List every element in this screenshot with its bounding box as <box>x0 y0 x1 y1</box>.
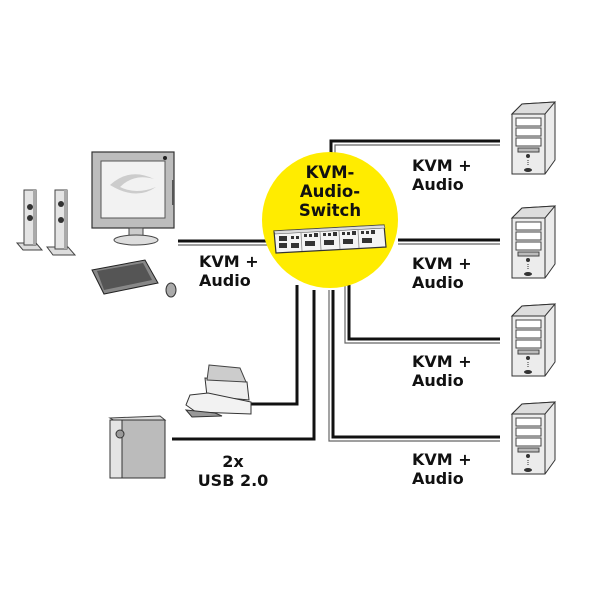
hub-title-line: Switch <box>298 201 362 220</box>
label-line: KVM + <box>199 252 259 271</box>
label-line: KVM + <box>412 352 472 371</box>
label-line: Audio <box>412 469 464 488</box>
label-line: Audio <box>412 371 464 390</box>
pc-tower-icon <box>510 401 557 475</box>
kvm-switch-device <box>273 224 387 254</box>
pc-tower-icon <box>510 101 557 175</box>
hub-circle <box>262 152 398 288</box>
label-line: Audio <box>199 271 251 290</box>
computer-link-label-4: KVM + Audio <box>412 450 472 488</box>
label-line: KVM + <box>412 254 472 273</box>
cable-computer-3 <box>344 285 500 344</box>
speakers-icon <box>15 189 77 256</box>
cable-computer-4 <box>328 290 500 442</box>
computer-link-label-3: KVM + Audio <box>412 352 472 390</box>
external-drive-icon <box>108 415 167 479</box>
monitor-icon <box>91 151 175 246</box>
pc-tower-icon <box>510 205 557 279</box>
computer-link-label-1: KVM + Audio <box>412 156 472 194</box>
label-line: USB 2.0 <box>197 471 269 490</box>
mouse-icon <box>165 282 177 298</box>
computer-link-label-2: KVM + Audio <box>412 254 472 292</box>
cable-printer <box>250 285 299 406</box>
printer-icon <box>184 364 252 418</box>
hub-title-line: Audio- <box>299 182 361 201</box>
label-line: KVM + <box>412 450 472 469</box>
usb-link-label: 2x USB 2.0 <box>192 452 274 490</box>
label-line: Audio <box>412 175 464 194</box>
cable-drive <box>172 290 316 441</box>
label-line: Audio <box>412 273 464 292</box>
pc-tower-icon <box>510 303 557 377</box>
workstation-link-label: KVM + Audio <box>199 252 259 290</box>
hub-title-line: KVM- <box>305 163 355 182</box>
label-line: KVM + <box>412 156 472 175</box>
cable-computer-2 <box>398 238 500 245</box>
hub-title: KVM- Audio- Switch <box>277 163 383 220</box>
keyboard-icon <box>91 259 159 295</box>
label-line: 2x <box>222 452 244 471</box>
